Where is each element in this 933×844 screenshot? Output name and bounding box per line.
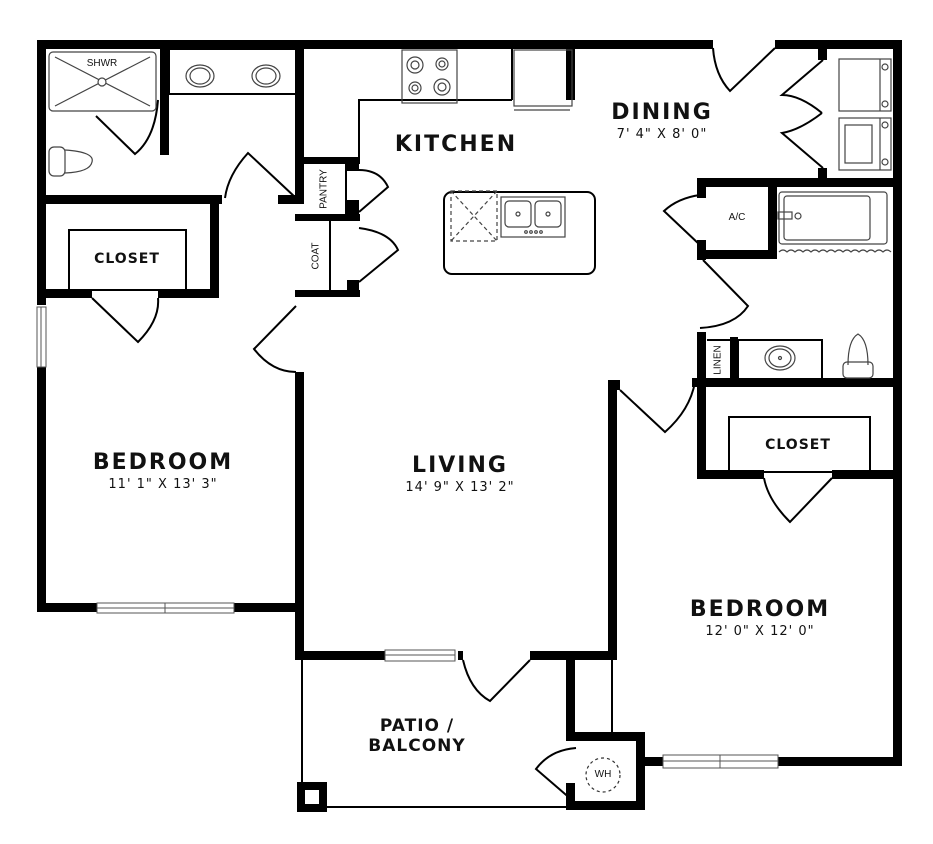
- washer-icon: [838, 117, 892, 171]
- water-heater-icon: [585, 757, 621, 793]
- closet-left-label: CLOSET: [94, 251, 160, 267]
- double-sink-icon: [500, 196, 566, 238]
- bedroom-right-label-group: BEDROOM 12' 0" X 12' 0": [690, 597, 830, 639]
- living-dimensions: 14' 9" X 13' 2": [405, 480, 515, 495]
- dining-label-group: DINING 7' 4" X 8' 0": [611, 100, 713, 142]
- pantry-label: PANTRY: [318, 169, 330, 209]
- coat-label: COAT: [310, 242, 322, 270]
- dining-dimensions: 7' 4" X 8' 0": [616, 127, 708, 142]
- toilet-icon: [842, 333, 874, 379]
- dishwasher-icon: [450, 190, 498, 242]
- vanity-sink-icon: [185, 64, 215, 88]
- patio-label-line2: BALCONY: [368, 736, 466, 756]
- linen-label: LINEN: [712, 345, 724, 375]
- doors: [91, 47, 833, 801]
- living-label: LIVING: [412, 453, 508, 478]
- dining-label: DINING: [611, 100, 713, 125]
- bedroom-right-label: BEDROOM: [689, 597, 831, 622]
- bedroom-left-dimensions: 11' 1" X 13' 3": [108, 477, 218, 492]
- bathtub-icon: [777, 191, 892, 253]
- refrigerator-icon: [513, 49, 573, 111]
- shower-icon: [48, 51, 157, 112]
- kitchen-label: KITCHEN: [394, 132, 518, 157]
- windows: [36, 306, 779, 769]
- shower-label: SHWR: [86, 58, 118, 69]
- toilet-icon: [48, 146, 93, 177]
- living-label-group: LIVING 14' 9" X 13' 2": [405, 453, 514, 495]
- patio-label-line1: PATIO /: [379, 716, 455, 736]
- wh-label: WH: [594, 769, 612, 780]
- stove-icon: [401, 49, 458, 104]
- walls: [37, 40, 902, 812]
- thin-lines: [68, 48, 871, 808]
- ac-label: A/C: [728, 212, 746, 223]
- patio-label-group: PATIO / BALCONY: [368, 716, 465, 756]
- kitchen-island: [443, 191, 596, 275]
- vanity-sink-icon: [251, 64, 281, 88]
- dryer-icon: [838, 58, 892, 112]
- bedroom-right-dimensions: 12' 0" X 12' 0": [705, 624, 815, 639]
- bedroom-left-label-group: BEDROOM 11' 1" X 13' 3": [93, 450, 233, 492]
- fixtures: [48, 49, 892, 793]
- bedroom-left-label: BEDROOM: [92, 450, 234, 475]
- closet-right-label: CLOSET: [765, 437, 831, 453]
- vanity-sink-icon: [764, 345, 796, 371]
